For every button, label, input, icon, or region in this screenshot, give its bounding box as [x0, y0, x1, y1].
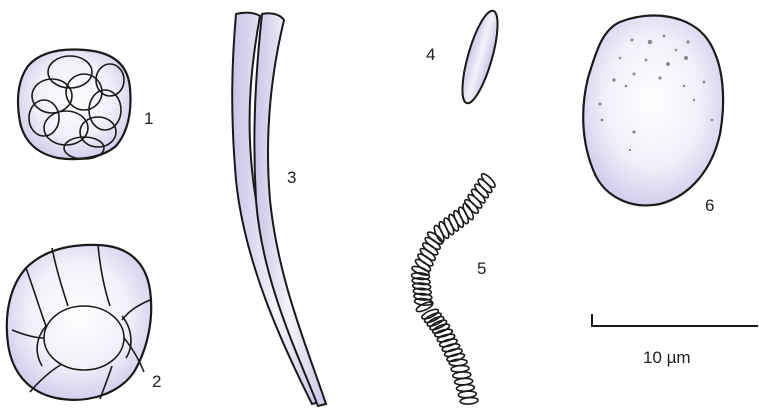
scale-bar — [592, 314, 758, 327]
scale-bar-label: 10 µm — [643, 349, 691, 366]
label-organism-5: 5 — [477, 260, 486, 277]
organism-5-spiral — [411, 172, 497, 405]
label-organism-4: 4 — [426, 46, 435, 63]
spiral-coil-loop — [444, 347, 463, 358]
organism-4-rod — [455, 8, 505, 107]
spiral-coil-loop — [439, 338, 458, 349]
spiral-coil-loop — [441, 342, 460, 353]
label-organism-3: 3 — [287, 169, 296, 186]
spiral-coil-loop — [446, 352, 465, 363]
organism-3-rods — [232, 13, 326, 406]
spiral-coil-loop — [415, 300, 434, 313]
label-organism-2: 2 — [152, 373, 161, 390]
spiral-coil-loop — [460, 397, 478, 405]
label-organism-6: 6 — [705, 197, 714, 214]
label-organism-1: 1 — [144, 110, 153, 127]
organism-1-cell — [18, 50, 130, 160]
organism-6-cell — [583, 16, 723, 206]
organism-2-cell — [7, 245, 151, 400]
spiral-coil-loop — [436, 333, 455, 344]
